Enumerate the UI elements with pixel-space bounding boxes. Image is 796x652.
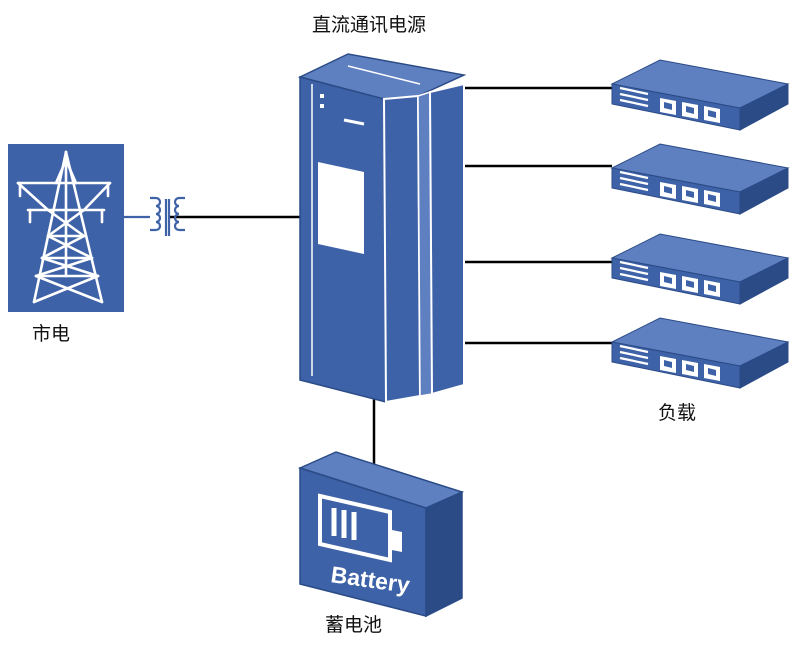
transformer-icon (124, 196, 190, 236)
battery-icon: Battery (297, 451, 465, 618)
grid-label: 市电 (32, 323, 71, 345)
power-cabinet-icon (297, 53, 467, 404)
network-switch-icon (610, 142, 790, 216)
connection-lines (190, 86, 612, 466)
network-switch-icon (610, 232, 790, 306)
load-label: 负载 (658, 402, 697, 424)
transmission-tower-icon (8, 144, 124, 312)
battery-label: 蓄电池 (325, 614, 383, 636)
power-supply-label: 直流通讯电源 (312, 14, 427, 36)
network-switch-icon (610, 58, 790, 132)
network-switch-icon (610, 316, 790, 390)
